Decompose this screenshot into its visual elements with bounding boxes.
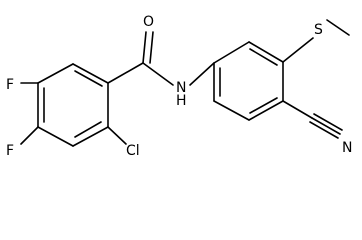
oxygen-label: O xyxy=(143,14,154,30)
amide-group xyxy=(107,31,215,86)
cl-bond xyxy=(107,126,127,145)
left-benzene-ring xyxy=(37,63,109,147)
nitrile-nitrogen-label: N xyxy=(342,140,352,156)
nitrile-group xyxy=(282,100,343,139)
structure-diagram: O N H S N Cl F F xyxy=(6,14,352,158)
chlorine-label: Cl xyxy=(126,143,140,158)
hydrogen-label: H xyxy=(176,93,187,109)
right-benzene-ring xyxy=(213,41,284,121)
fluorine-top-label: F xyxy=(6,77,14,93)
nitrogen-label: N xyxy=(176,80,186,96)
methylthio-group xyxy=(282,19,350,63)
fluorine-bottom-label: F xyxy=(6,143,14,158)
f-bottom-bond xyxy=(20,126,39,145)
sulfur-label: S xyxy=(314,22,323,38)
molecule-drawing: O N H S N Cl F F xyxy=(6,14,352,158)
